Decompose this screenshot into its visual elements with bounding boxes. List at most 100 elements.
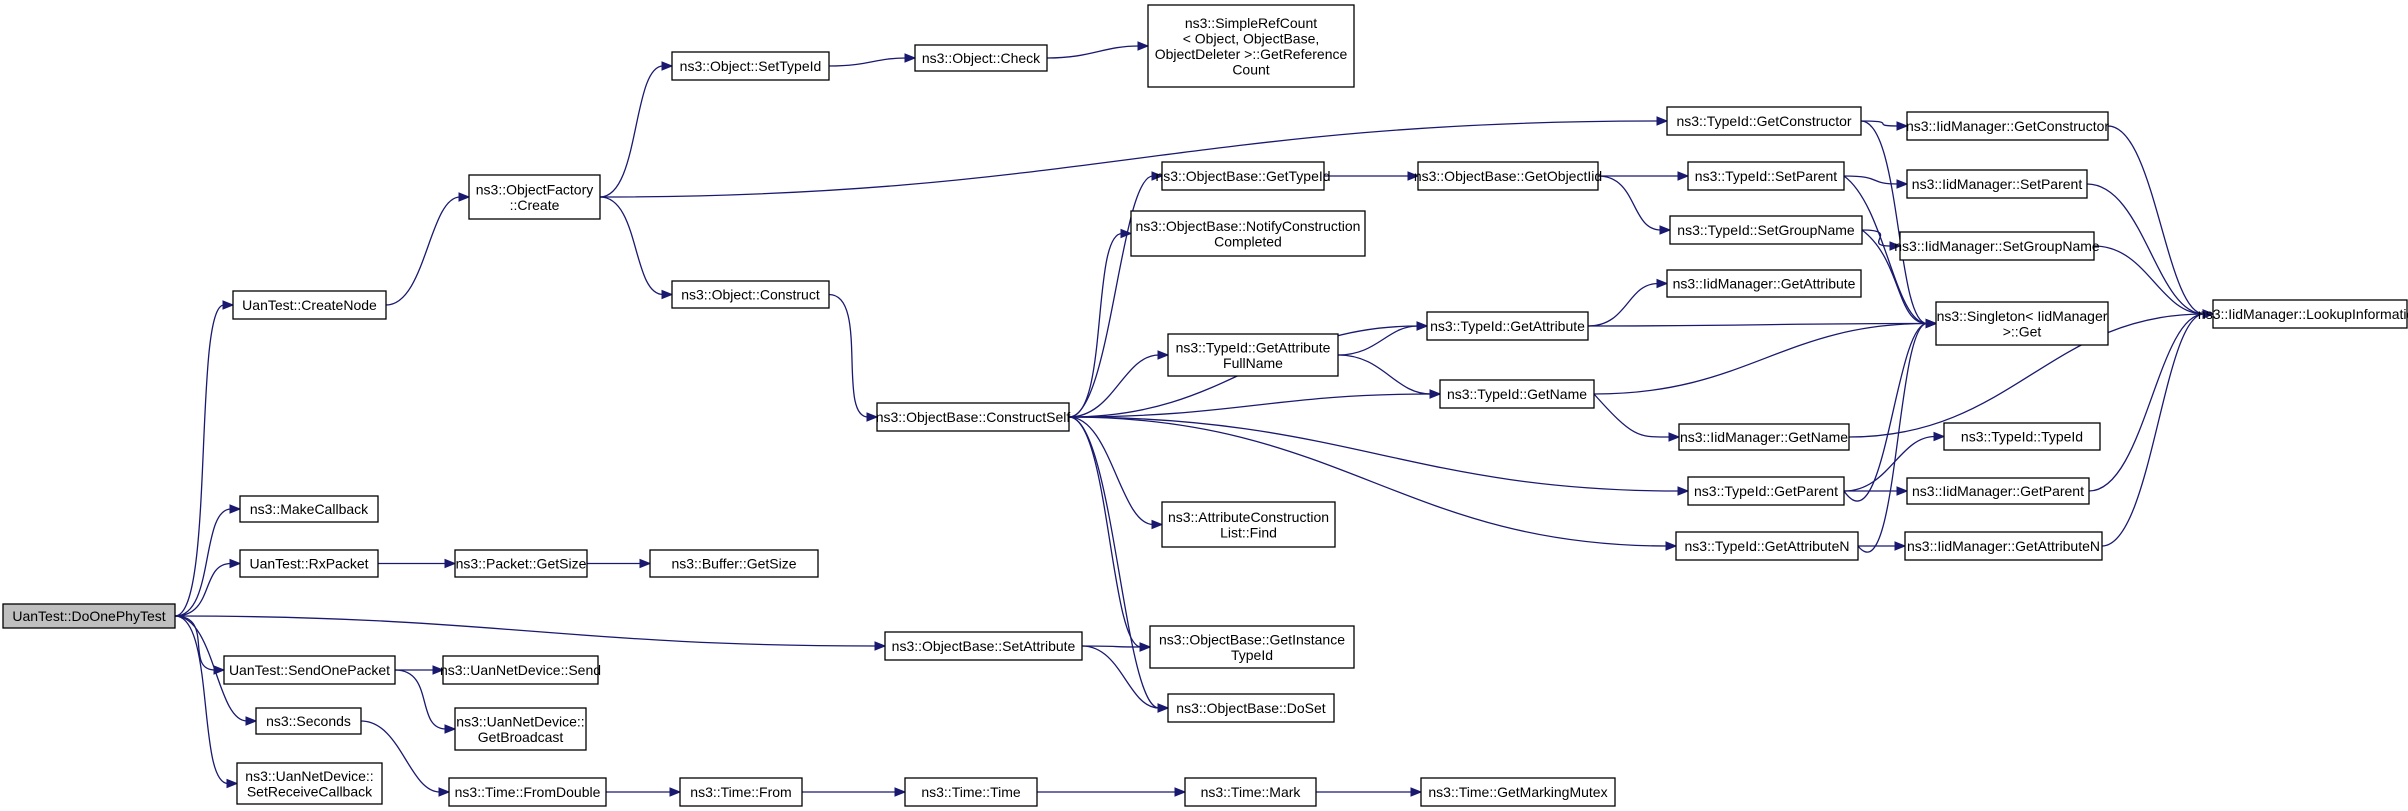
node-box: [454, 549, 588, 578]
edge-line: [174, 562, 232, 617]
node-ns3-uannetdevice-setreceivecallback[interactable]: ns3::UanNetDevice::SetReceiveCallback: [236, 762, 383, 805]
node-ns3-iidmanager-getattribute[interactable]: ns3::IidManager::GetAttribute: [1666, 269, 1862, 298]
node-ns3-objectbase-doset[interactable]: ns3::ObjectBase::DoSet: [1167, 693, 1335, 723]
node-ns3-objectbase-constructself[interactable]: ns3::ObjectBase::ConstructSelf: [876, 402, 1071, 432]
edge-arrowhead: [229, 504, 242, 514]
node-ns3-object-settypeid[interactable]: ns3::Object::SetTypeId: [671, 51, 830, 81]
edge-arrowhead: [1656, 116, 1669, 126]
node-ns3-iidmanager-getconstructor[interactable]: ns3::IidManager::GetConstructor: [1906, 111, 2109, 141]
call-graph-edges: [174, 41, 2215, 797]
node-ns3-typeid-getname[interactable]: ns3::TypeId::GetName: [1439, 379, 1595, 409]
node-box: [1149, 625, 1355, 669]
edge-arrowhead: [1677, 486, 1690, 496]
edge-line: [2107, 125, 2205, 315]
node-ns3-time-time[interactable]: ns3::Time::Time: [904, 777, 1038, 807]
edge-arrowhead: [213, 665, 226, 675]
edge-line: [1861, 229, 1892, 247]
node-box: [1130, 210, 1366, 257]
node-ns3-objectbase-gettypeid[interactable]: ns3::ObjectBase::GetTypeId: [1155, 161, 1331, 191]
edge-uantest-doonephytest-to-ns3-uannetdevice-setreceivecallback: [174, 615, 239, 789]
node-ns3-typeid-getattributen[interactable]: ns3::TypeId::GetAttributeN: [1675, 531, 1859, 561]
node-box: [1904, 531, 2103, 561]
edge-arrowhead: [1407, 171, 1420, 181]
edge-arrowhead: [639, 558, 652, 569]
node-label: ns3::Object::SetTypeId: [680, 58, 822, 74]
edge-ns3-time-fromdouble-to-ns3-time-from: [605, 787, 682, 797]
node-label: ns3::ObjectBase::GetObjectIid: [1414, 168, 1602, 184]
node-box: [239, 495, 379, 523]
node-uantest-rxpacket[interactable]: UanTest::RxPacket: [239, 549, 379, 578]
node-uantest-doonephytest[interactable]: UanTest::DoOnePhyTest: [2, 603, 176, 629]
node-label: < Object, ObjectBase,: [1183, 30, 1320, 46]
node-ns3-iidmanager-getname[interactable]: ns3::IidManager::GetName: [1678, 423, 1850, 451]
node-uantest-createnode[interactable]: UanTest::CreateNode: [232, 290, 387, 320]
node-ns3-iidmanager-setparent[interactable]: ns3::IidManager::SetParent: [1906, 169, 2088, 199]
node-label: ns3::Seconds: [266, 713, 351, 729]
edge-line: [1068, 354, 1160, 418]
node-ns3-uannetdevice-send[interactable]: ns3::UanNetDevice::Send: [440, 655, 601, 685]
node-label: ns3::ObjectBase::GetInstance: [1159, 631, 1345, 647]
edge-ns3-objectbase-constructself-to-ns3-objectbase-getinstance-typeid: [1068, 416, 1152, 652]
node-label: ns3::SimpleRefCount: [1185, 15, 1317, 31]
node-box: [1417, 161, 1599, 191]
node-ns3-typeid-getattribute[interactable]: ns3::TypeId::GetAttribute: [1426, 311, 1589, 341]
node-ns3-time-mark[interactable]: ns3::Time::Mark: [1184, 777, 1317, 807]
node-label: Count: [1232, 61, 1269, 77]
edge-arrowhead: [866, 412, 879, 422]
node-box: [1420, 777, 1616, 807]
node-ns3-typeid-getparent[interactable]: ns3::TypeId::GetParent: [1687, 476, 1845, 506]
edge-arrowhead: [1896, 179, 1909, 189]
node-label: ns3::Buffer::GetSize: [671, 556, 796, 572]
edge-line: [1337, 354, 1432, 395]
edge-arrowhead: [1668, 432, 1681, 442]
edge-arrowhead: [1677, 171, 1690, 181]
node-label: ns3::IidManager::GetConstructor: [1906, 118, 2109, 134]
edge-uantest-doonephytest-to-ns3-objectbase-setattribute: [174, 615, 887, 651]
node-ns3-packet-getsize[interactable]: ns3::Packet::GetSize: [454, 549, 588, 578]
node-label: ns3::Object::Construct: [681, 287, 820, 303]
node-ns3-typeid-setparent[interactable]: ns3::TypeId::SetParent: [1687, 161, 1845, 191]
node-label: ns3::Time::Mark: [1201, 784, 1302, 800]
node-label: ns3::UanNetDevice::: [456, 713, 584, 729]
node-box: [1669, 215, 1863, 245]
node-ns3-objectfactory-create[interactable]: ns3::ObjectFactory::Create: [468, 174, 601, 220]
edge-arrowhead: [2202, 309, 2215, 319]
node-ns3-typeid-setgroupname[interactable]: ns3::TypeId::SetGroupName: [1669, 215, 1863, 245]
edge-ns3-object-check-to-ns3-simplerefcount-object-objectbase-objectdeleter-getreference-count: [1046, 41, 1150, 59]
node-ns3-objectbase-getobjectiid[interactable]: ns3::ObjectBase::GetObjectIid: [1414, 161, 1602, 191]
node-ns3-objectbase-setattribute[interactable]: ns3::ObjectBase::SetAttribute: [884, 631, 1083, 661]
node-ns3-object-check[interactable]: ns3::Object::Check: [914, 44, 1048, 72]
edge-line: [1046, 45, 1140, 59]
node-ns3-time-from[interactable]: ns3::Time::From: [679, 777, 803, 807]
edge-line: [1068, 393, 1432, 418]
edge-ns3-typeid-getattribute-to-ns3-iidmanager-getattribute: [1587, 278, 1669, 327]
node-ns3-object-construct[interactable]: ns3::Object::Construct: [671, 280, 830, 309]
node-label: Completed: [1214, 233, 1282, 249]
node-ns3-seconds[interactable]: ns3::Seconds: [255, 707, 362, 735]
node-ns3-time-fromdouble[interactable]: ns3::Time::FromDouble: [448, 777, 607, 807]
edge-ns3-objectbase-constructself-to-ns3-objectbase-gettypeid: [1068, 171, 1164, 418]
edge-ns3-object-construct-to-ns3-objectbase-constructself: [828, 293, 879, 422]
node-box: [884, 631, 1083, 661]
node-ns3-buffer-getsize[interactable]: ns3::Buffer::GetSize: [649, 549, 819, 578]
edge-ns3-iidmanager-setgroupname-to-ns3-iidmanager-lookupinformation: [2093, 245, 2215, 319]
node-ns3-iidmanager-getparent[interactable]: ns3::IidManager::GetParent: [1906, 477, 2090, 505]
node-ns3-objectbase-notifyconstruction-completed[interactable]: ns3::ObjectBase::NotifyConstructionCompl…: [1130, 210, 1366, 257]
node-ns3-iidmanager-setgroupname[interactable]: ns3::IidManager::SetGroupName: [1894, 231, 2100, 261]
edge-line: [2101, 313, 2205, 547]
node-ns3-iidmanager-getattributen[interactable]: ns3::IidManager::GetAttributeN: [1904, 531, 2103, 561]
node-ns3-typeid-getconstructor[interactable]: ns3::TypeId::GetConstructor: [1666, 106, 1862, 136]
node-ns3-typeid-typeid[interactable]: ns3::TypeId::TypeId: [1943, 422, 2101, 451]
node-ns3-iidmanager-lookupinformation[interactable]: ns3::IidManager::LookupInformation: [2198, 299, 2408, 329]
node-label: ObjectDeleter >::GetReference: [1155, 46, 1348, 62]
node-ns3-uannetdevice-getbroadcast[interactable]: ns3::UanNetDevice::GetBroadcast: [454, 707, 587, 751]
node-uantest-sendonepacket[interactable]: UanTest::SendOnePacket: [223, 655, 396, 685]
node-ns3-singleton-iidmanager-get[interactable]: ns3::Singleton< IidManager >::Get: [1935, 301, 2109, 346]
edge-ns3-time-from-to-ns3-time-time: [801, 787, 907, 797]
node-ns3-simplerefcount-object-objectbase-objectdeleter-getreference-count[interactable]: ns3::SimpleRefCount< Object, ObjectBase,…: [1147, 4, 1355, 88]
node-ns3-makecallback[interactable]: ns3::MakeCallback: [239, 495, 379, 523]
node-ns3-time-getmarkingmutex[interactable]: ns3::Time::GetMarkingMutex: [1420, 777, 1616, 807]
